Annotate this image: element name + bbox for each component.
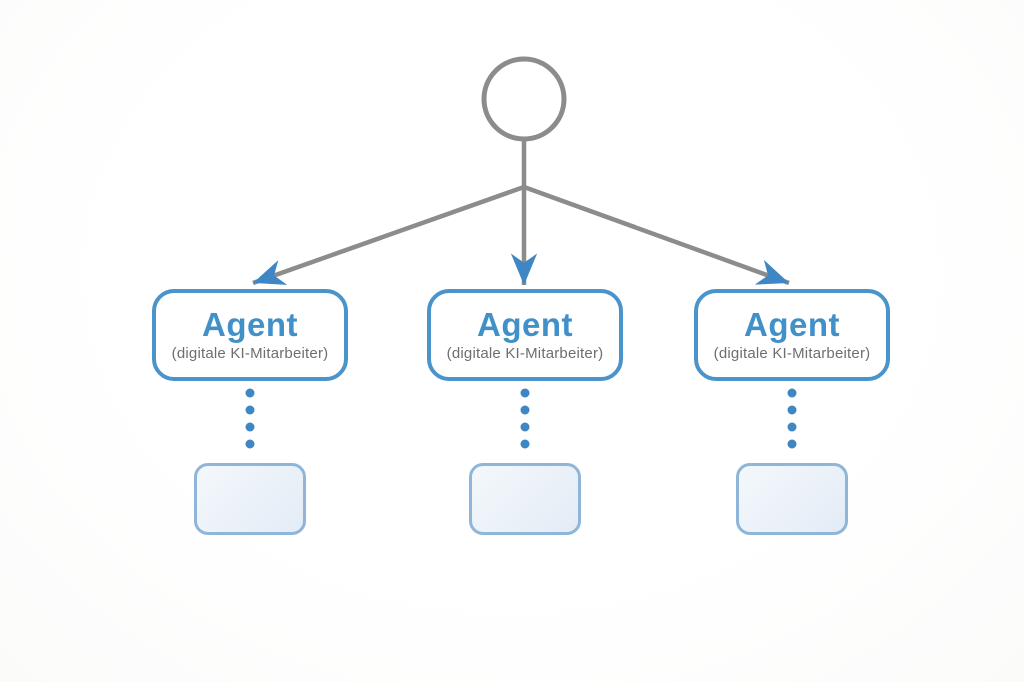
task-box-3 [736,463,848,535]
agent-subtitle: (digitale KI-Mitarbeiter) [713,345,871,363]
arrow-to-agent-3 [523,184,790,286]
agent-title: Agent [202,305,298,343]
task-box-1 [194,463,306,535]
agent-node-3: Agent (digitale KI-Mitarbeiter) [694,289,890,381]
agent-subtitle: (digitale KI-Mitarbeiter) [171,345,329,363]
dotted-link-3 [787,388,797,449]
arrow-to-agent-1 [252,184,525,286]
agent-node-2: Agent (digitale KI-Mitarbeiter) [427,289,623,381]
agent-subtitle: (digitale KI-Mitarbeiter) [446,345,604,363]
dotted-link-2 [520,388,530,449]
task-box-2 [469,463,581,535]
person-head-icon [481,56,567,142]
dotted-link-1 [245,388,255,449]
agent-node-1: Agent (digitale KI-Mitarbeiter) [152,289,348,381]
agent-title: Agent [744,305,840,343]
agent-title: Agent [477,305,573,343]
